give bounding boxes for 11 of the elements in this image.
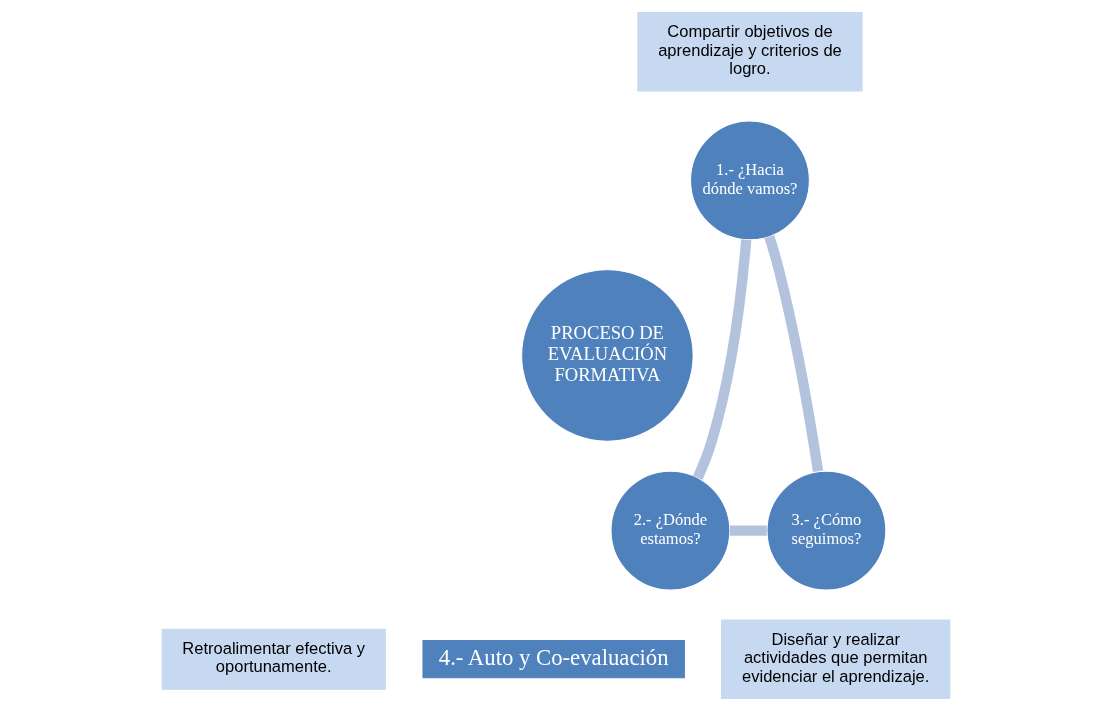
- connector: [692, 239, 751, 480]
- node-circle: PROCESO DE EVALUACIÓN FORMATIVA: [520, 269, 694, 442]
- connector: [729, 525, 767, 536]
- node-box: Diseñar y realizar actividades que permitan evidenciar el aprendizaje.: [720, 619, 950, 699]
- node-box: 4.- Auto y Co-evaluación: [421, 640, 685, 679]
- connector: [763, 235, 823, 473]
- node-circle: 1.- ¿Hacia dónde vamos?: [689, 120, 810, 241]
- node-circle: 3.- ¿Cómo seguimos?: [766, 470, 886, 591]
- node-circle: 2.- ¿Dónde estamos?: [610, 470, 730, 591]
- node-box: Retroalimentar efectiva y oportunamente.: [161, 628, 386, 690]
- node-box: Compartir objetivos de aprendizaje y criterios de logro.: [636, 12, 863, 92]
